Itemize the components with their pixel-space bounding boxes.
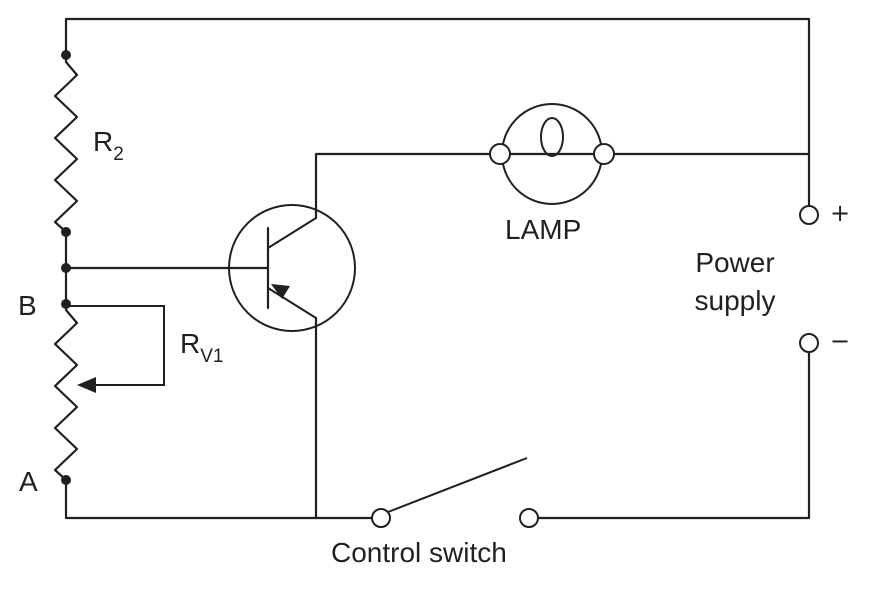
junction-r2-bottom — [61, 227, 71, 237]
label-rv1-main: R — [180, 328, 201, 359]
junction-b — [61, 299, 71, 309]
label-r2-main: R — [93, 126, 114, 157]
power-terminal-positive — [799, 205, 819, 225]
label-power-supply-line1: Power — [695, 247, 775, 278]
resistor-r2 — [53, 53, 79, 234]
label-power-supply: Power supply — [672, 244, 798, 320]
transistor-emitter-lead — [267, 287, 317, 319]
label-plus: + — [830, 199, 851, 227]
rv1-wiper-loop — [66, 305, 165, 386]
transistor-body — [228, 204, 356, 332]
lamp-terminal-right — [593, 143, 615, 165]
label-power-supply-line2: supply — [694, 285, 776, 316]
rv1-wiper-arrow — [77, 377, 96, 393]
label-node-a: A — [19, 466, 38, 497]
label-control-switch: Control switch — [331, 537, 507, 568]
resistor-rv1 — [53, 302, 79, 482]
bottom-right-wire — [536, 350, 811, 520]
lamp-filament — [540, 117, 564, 157]
switch-blade — [387, 457, 528, 513]
top-wire — [64, 17, 811, 156]
power-terminal-negative — [799, 333, 819, 353]
junction-r2-top — [61, 50, 71, 60]
junction-base — [61, 263, 71, 273]
label-rv1: RV1 — [180, 328, 223, 367]
label-minus: − — [830, 327, 851, 355]
label-lamp: LAMP — [505, 214, 582, 245]
collector-wire — [314, 152, 502, 220]
transistor-emitter-arrow — [271, 284, 290, 299]
label-rv1-sub: V1 — [200, 346, 224, 367]
transistor-collector-lead — [267, 217, 317, 249]
bottom-left-wire — [64, 478, 374, 520]
switch-terminal-right — [519, 508, 539, 528]
lamp-terminal-left — [489, 143, 511, 165]
label-r2: R2 — [93, 126, 124, 165]
label-node-b: B — [18, 290, 37, 321]
junction-a — [61, 475, 71, 485]
switch-terminal-left — [371, 508, 391, 528]
label-r2-sub: 2 — [113, 144, 124, 165]
